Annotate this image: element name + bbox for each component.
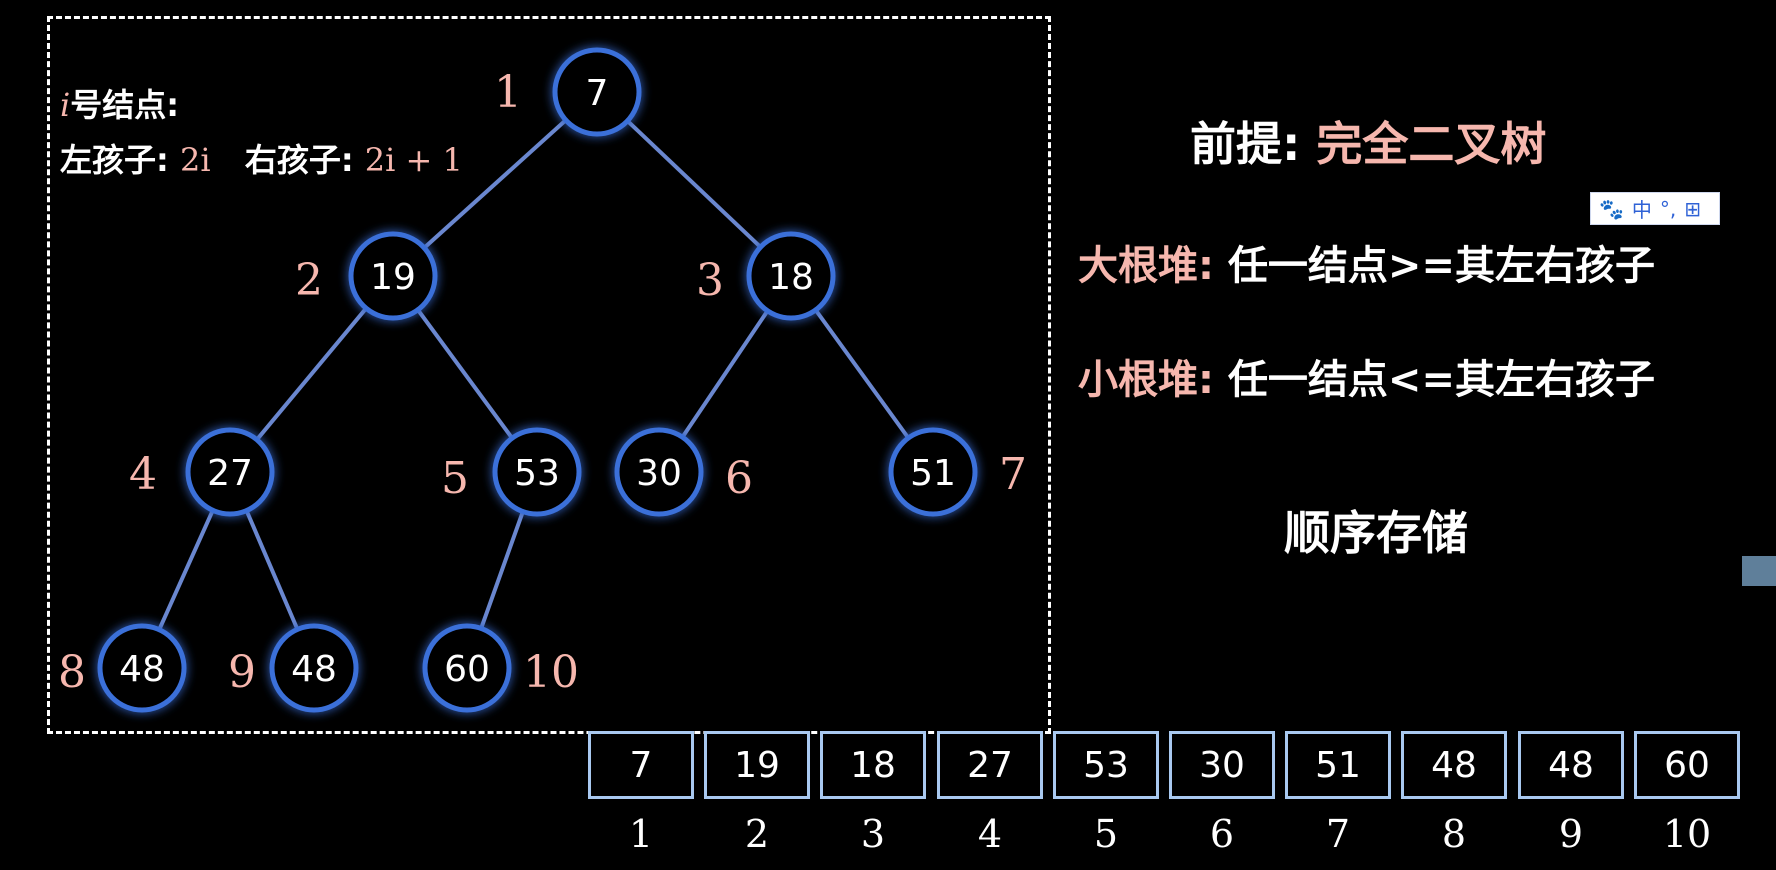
node-value: 53: [514, 453, 560, 494]
node-index: 6: [725, 453, 753, 504]
formula-line-2: 左孩子: 2i 右孩子: 2i + 1: [60, 135, 463, 181]
node-index: 8: [58, 647, 86, 698]
tree-edge: [157, 509, 215, 631]
ime-punct-toggle[interactable]: °,: [1659, 196, 1677, 221]
tree-edge: [244, 509, 300, 631]
node-circle: [746, 231, 836, 321]
left-child-expr: 2i: [179, 141, 211, 179]
tree-edge: [479, 510, 525, 630]
node-circle: [97, 623, 187, 713]
array-cell: 48: [1518, 731, 1624, 799]
node-value: 7: [586, 73, 609, 114]
grid-icon[interactable]: ⊞: [1684, 196, 1702, 221]
min-heap-desc: 任一结点<=其左右孩子: [1227, 357, 1655, 403]
node-index: 10: [523, 647, 579, 698]
tree-node: 18: [746, 231, 836, 321]
tree-node: 60: [422, 623, 512, 713]
node-label: 号结点:: [70, 86, 180, 124]
tree-edge: [422, 118, 568, 250]
dashed-tree-frame: [47, 16, 1051, 734]
node-circle: [552, 47, 642, 137]
array-cell: 60: [1634, 731, 1740, 799]
array-index: 3: [860, 812, 886, 856]
array-index: 6: [1209, 812, 1235, 856]
node-value: 19: [370, 257, 416, 298]
tree-node: 53: [492, 427, 582, 517]
min-heap-label: 小根堆:: [1078, 357, 1214, 403]
max-heap-line: 大根堆: 任一结点>=其左右孩子: [1078, 233, 1655, 291]
array-index: 10: [1662, 812, 1712, 856]
left-child-label: 左孩子:: [60, 141, 169, 179]
max-heap-label: 大根堆:: [1078, 243, 1214, 289]
tree-node: 30: [614, 427, 704, 517]
ime-toolbar[interactable]: 🐾 中 °, ⊞: [1590, 192, 1720, 225]
node-circle: [614, 427, 704, 517]
tree-node: 48: [269, 623, 359, 713]
array-cell: 53: [1053, 731, 1159, 799]
formula-line-1: i号结点:: [60, 80, 179, 126]
node-circle: [888, 427, 978, 517]
array-index: 1: [628, 812, 654, 856]
side-tab[interactable]: [1742, 556, 1776, 586]
min-heap-line: 小根堆: 任一结点<=其左右孩子: [1078, 347, 1655, 405]
tree-node: 19: [348, 231, 438, 321]
array-index: 9: [1558, 812, 1584, 856]
ime-lang-toggle[interactable]: 中: [1631, 198, 1652, 222]
array-cell: 51: [1285, 731, 1391, 799]
tree-edge: [626, 119, 762, 249]
node-value: 51: [910, 453, 956, 494]
node-index: 3: [696, 255, 724, 306]
node-circle: [348, 231, 438, 321]
array-index: 7: [1325, 812, 1351, 856]
array-index: 2: [744, 812, 770, 856]
node-value: 48: [291, 649, 337, 690]
premise-label: 前提:: [1190, 117, 1301, 171]
node-circle: [492, 427, 582, 517]
node-value: 27: [207, 453, 253, 494]
node-circle: [422, 623, 512, 713]
array-cell: 7: [588, 731, 694, 799]
right-child-expr: 2i + 1: [364, 141, 463, 179]
node-index: 5: [441, 453, 469, 504]
node-value: 48: [119, 649, 165, 690]
tree-node: 48: [97, 623, 187, 713]
premise-line: 前提: 完全二叉树: [1190, 108, 1546, 174]
node-circle: [185, 427, 275, 517]
tree-edge: [255, 307, 368, 441]
array-cell: 48: [1401, 731, 1507, 799]
tree-node: 7: [552, 47, 642, 137]
tree-node: 27: [185, 427, 275, 517]
array-cell: 19: [704, 731, 810, 799]
node-value: 30: [636, 453, 682, 494]
node-value: 18: [768, 257, 814, 298]
tree-node: 51: [888, 427, 978, 517]
node-index: 7: [999, 449, 1027, 500]
storage-title: 顺序存储: [1284, 506, 1468, 560]
tree-edge: [416, 308, 514, 440]
premise-value: 完全二叉树: [1316, 117, 1547, 171]
tree-edge: [680, 309, 770, 439]
array-cell: 18: [820, 731, 926, 799]
array-index: 4: [977, 812, 1003, 856]
right-child-label: 右孩子:: [244, 141, 354, 179]
node-value: 60: [444, 649, 490, 690]
node-index: 4: [129, 449, 157, 500]
i-variable: i: [60, 86, 71, 124]
array-cell: 27: [937, 731, 1043, 799]
node-index: 1: [494, 67, 522, 118]
array-index: 8: [1441, 812, 1467, 856]
max-heap-desc: 任一结点>=其左右孩子: [1227, 243, 1655, 289]
array-cell: 30: [1169, 731, 1275, 799]
paw-icon[interactable]: 🐾: [1599, 196, 1624, 221]
tree-edge: [814, 308, 910, 440]
node-index: 2: [295, 255, 323, 306]
node-index: 9: [228, 647, 256, 698]
node-circle: [269, 623, 359, 713]
array-index: 5: [1093, 812, 1119, 856]
